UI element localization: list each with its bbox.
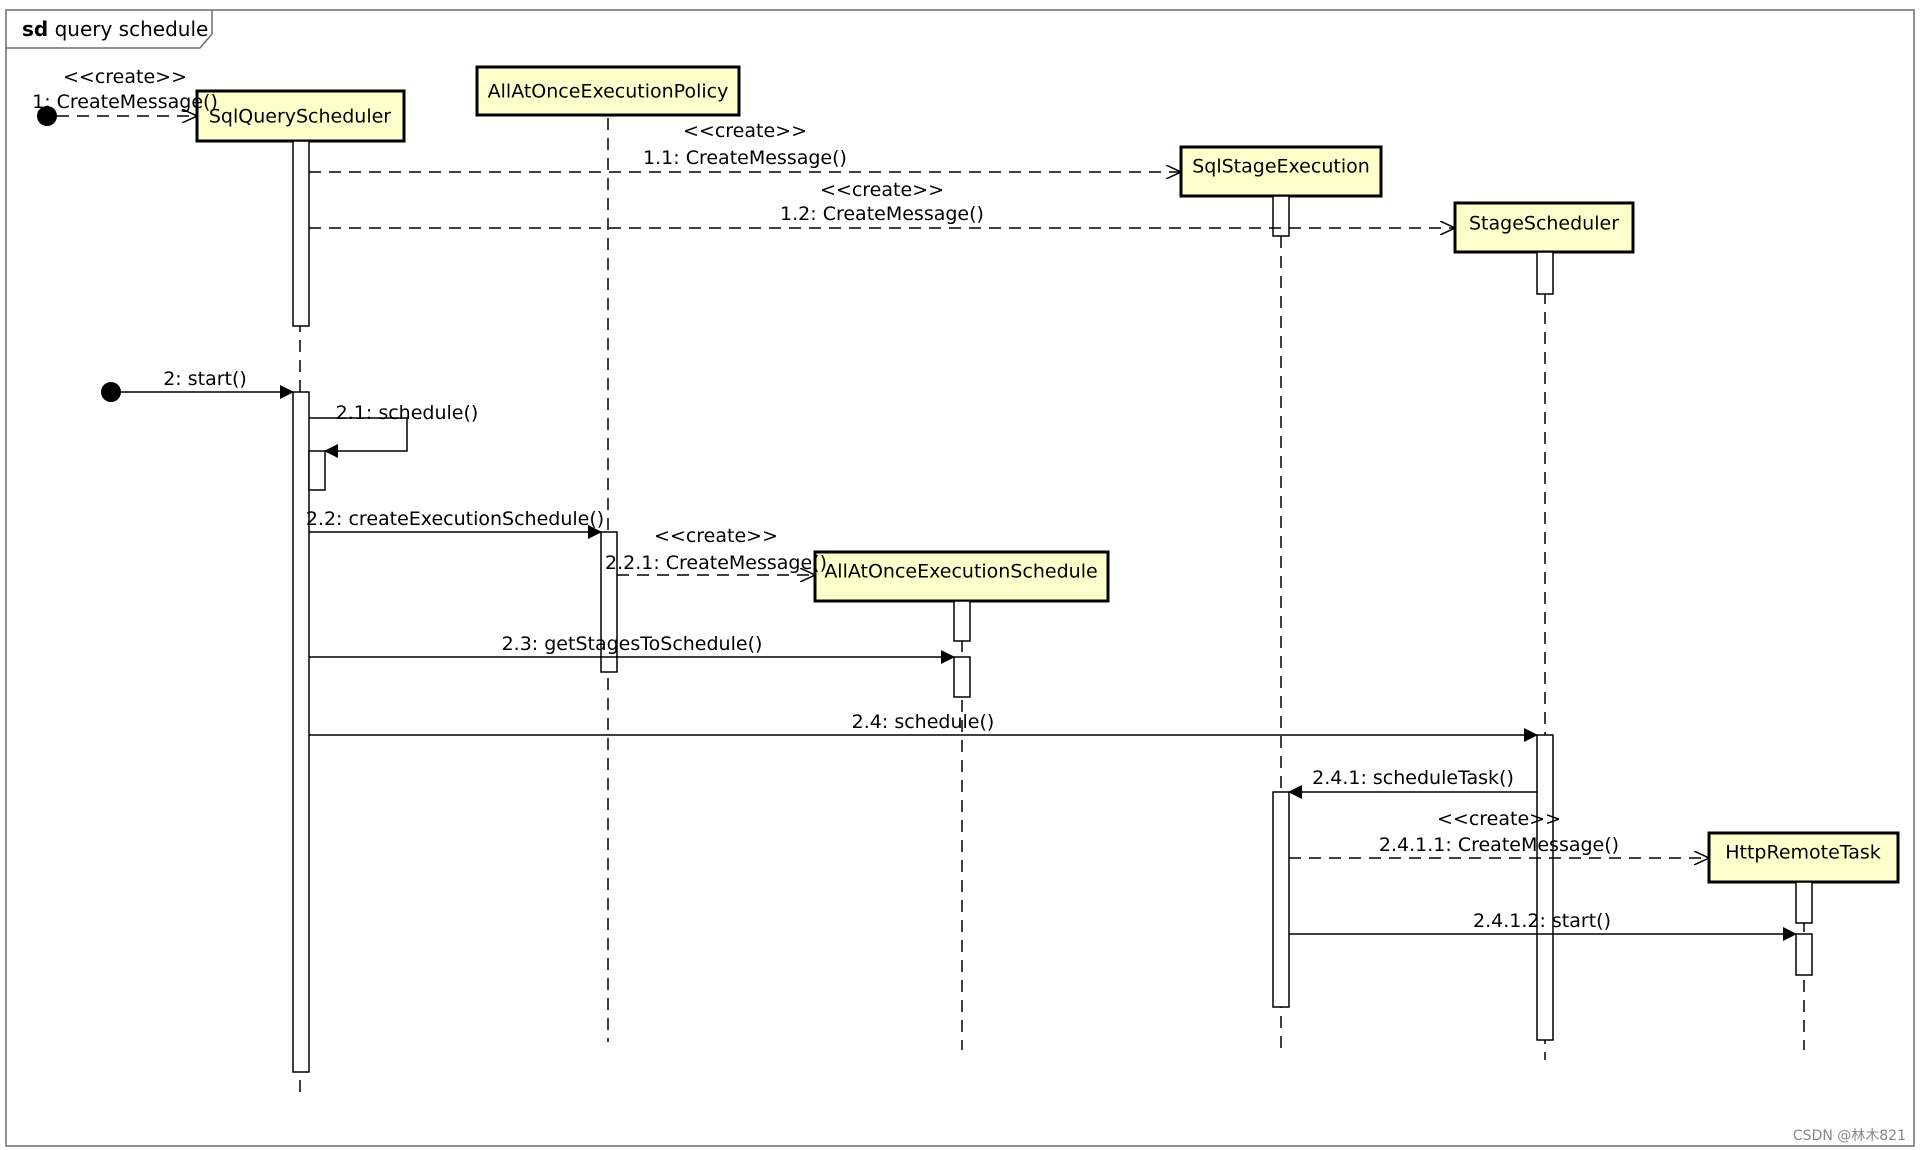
message-label-2-2: 2.2: createExecutionSchedule(): [306, 508, 604, 530]
message-stereotype-1-1: <<create>>: [683, 120, 807, 142]
message-label-2-4-1-1: 2.4.1.1: CreateMessage(): [1379, 834, 1619, 856]
message-lines: [57, 116, 1797, 941]
activation-sqlqueryscheduler-1: [292, 140, 310, 327]
activation-allatonceexecutionschedule-1: [953, 600, 971, 642]
lifeline-boxes: SqlQueryScheduler AllAtOnceExecutionPoli…: [195, 65, 1900, 884]
diagram-frame: [5, 9, 1915, 1147]
frame-title: sd query schedule: [22, 17, 208, 41]
message-label-2-1: 2.1: schedule(): [336, 402, 479, 424]
message-label-1: 1: CreateMessage(): [32, 91, 218, 113]
watermark: CSDN @林木821: [1793, 1128, 1906, 1144]
message-label-2-2-1: 2.2.1: CreateMessage(): [605, 552, 827, 574]
lifeline-label-allatonceexecutionpolicy: AllAtOnceExecutionPolicy: [488, 81, 729, 103]
message-label-2: 2: start(): [163, 368, 247, 390]
lifeline-label-sqlqueryscheduler: SqlQueryScheduler: [209, 106, 391, 128]
activation-httpremotetask-2: [1795, 933, 1813, 976]
message-stereotype-1: <<create>>: [63, 66, 187, 88]
activation-sqlstageexecution-2: [1272, 791, 1290, 1008]
lifeline-label-httpremotetask: HttpRemoteTask: [1725, 842, 1881, 864]
message-label-2-4-1: 2.4.1: scheduleTask(): [1312, 767, 1514, 789]
activation-sqlqueryscheduler-2: [292, 391, 310, 1073]
activation-bars: [292, 140, 1813, 1073]
message-arrow-2-1: [309, 417, 408, 458]
lifelines: [299, 118, 1805, 1095]
message-label-2-4: 2.4: schedule(): [852, 711, 995, 733]
message-labels: <<create>> 1: CreateMessage() <<create>>…: [32, 66, 1619, 932]
message-stereotype-2-4-1-1: <<create>>: [1437, 808, 1561, 830]
message-stereotype-2-2-1: <<create>>: [654, 525, 778, 547]
message-label-1-1: 1.1: CreateMessage(): [643, 147, 847, 169]
activation-stagescheduler-1: [1536, 251, 1554, 295]
activation-allatonceexecutionpolicy: [600, 531, 618, 673]
message-label-2-3: 2.3: getStagesToSchedule(): [502, 633, 763, 655]
activation-sqlqueryscheduler-self: [308, 450, 326, 491]
activation-stagescheduler-2: [1536, 734, 1554, 1041]
message-stereotype-1-2: <<create>>: [820, 179, 944, 201]
lifeline-label-stagescheduler: StageScheduler: [1469, 213, 1619, 235]
lifeline-box-allatonceexecutionpolicy: [475, 65, 741, 117]
found-message-dot-1: [37, 106, 57, 126]
activation-allatonceexecutionschedule-2: [953, 656, 971, 698]
activation-httpremotetask-1: [1795, 881, 1813, 924]
found-message-dot-2: [101, 382, 121, 402]
lifeline-label-sqlstageexecution: SqlStageExecution: [1192, 156, 1370, 178]
message-label-2-4-1-2: 2.4.1.2: start(): [1473, 910, 1611, 932]
frame-label-tab: [6, 10, 213, 49]
lifeline-label-allatonceexecutionschedule: AllAtOnceExecutionSchedule: [824, 561, 1097, 583]
activation-sqlstageexecution-1: [1272, 195, 1290, 237]
message-label-1-2: 1.2: CreateMessage(): [780, 203, 984, 225]
